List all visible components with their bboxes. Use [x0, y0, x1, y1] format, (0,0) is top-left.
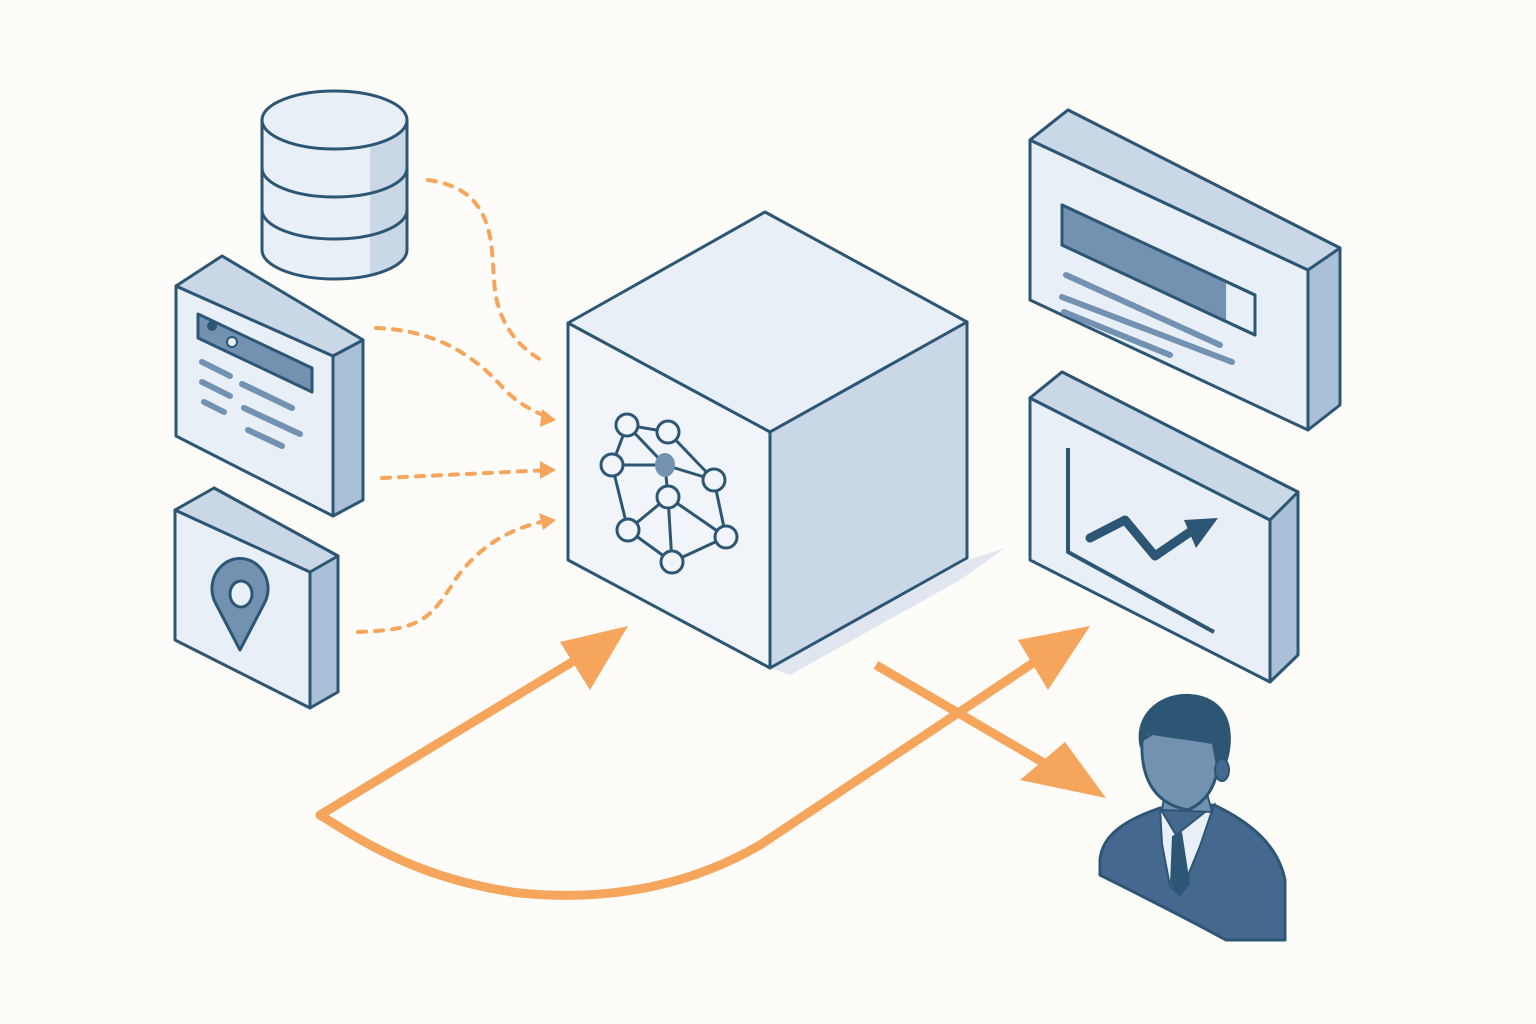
progress-panel [1028, 108, 1342, 432]
database-icon [260, 89, 409, 281]
flow-document-to-processor [374, 326, 552, 420]
trend-chart-icon [1066, 448, 1218, 634]
input-flows [356, 178, 552, 634]
progress-bar-icon [1060, 203, 1257, 337]
location-card [173, 486, 340, 710]
flow-location-lower-to-processor [356, 518, 552, 634]
flow-location-to-processor [380, 468, 552, 480]
processor-shadow [770, 548, 1005, 675]
location-pin-icon [210, 557, 270, 652]
processor-cube [566, 210, 969, 670]
network-graph-icon [599, 412, 739, 575]
flow-database-to-processor [426, 178, 547, 364]
chart-panel [1028, 370, 1300, 684]
input-flow-arrowheads [539, 409, 556, 530]
business-person-icon [1098, 693, 1287, 942]
document-icon [174, 254, 365, 518]
processor-to-recipient-flow [873, 661, 1106, 798]
feedback-loop-flow [315, 626, 1090, 900]
